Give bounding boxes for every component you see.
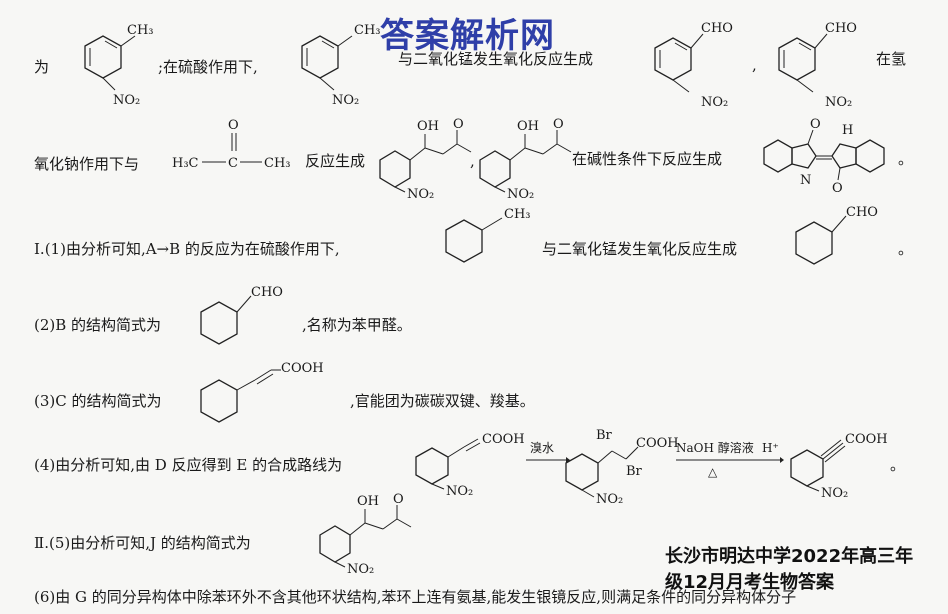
o-label: O: [553, 117, 564, 132]
benzaldehyde-structure-2: CHO: [195, 280, 305, 359]
o-label: O: [393, 492, 404, 507]
cho-label: CHO: [846, 205, 878, 220]
text-line1-d: ,: [752, 56, 757, 74]
text-line7-a: Ⅱ.(5)由分析可知,J 的结构简式为: [34, 534, 251, 552]
ch3-label: CH₃: [127, 23, 154, 38]
nitrocinnamic-acid-structure: COOH NO₂: [410, 425, 540, 499]
text-line3-a: Ⅰ.(1)由分析可知,A→B 的反应为在硫酸作用下,: [34, 240, 340, 258]
text-line2-a: 氧化钠作用下与: [34, 155, 140, 173]
text-line1-a: 为: [34, 58, 50, 76]
cooh-label: COOH: [636, 436, 679, 451]
acetone-ch3-left: H₃C: [172, 156, 199, 171]
watermark: 答案解析网: [380, 16, 555, 56]
o-nitrotoluene-structure-2: CH₃ NO₂: [290, 18, 390, 112]
text-line8-a: (6)由 G 的同分异构体中除苯环外不含其他环状结构,苯环上连有氨基,能发生银镜…: [34, 588, 797, 606]
dibromo-acid-structure: Br Br COOH NO₂: [560, 425, 680, 509]
reagent-bromine-water: 溴水: [530, 441, 554, 455]
j-structure: OH O NO₂: [315, 492, 425, 579]
cho-label: CHO: [251, 285, 283, 300]
no2-label: NO₂: [332, 93, 359, 108]
n-label: N: [800, 173, 811, 188]
acetone-ch3-right: CH₃: [264, 156, 291, 171]
br-label: Br: [596, 428, 613, 443]
reaction-arrow-1: 溴水: [526, 441, 570, 463]
no2-label: NO₂: [825, 95, 852, 110]
no2-label: NO₂: [596, 492, 623, 507]
text-line2-d: 在碱性条件下反应生成: [572, 150, 723, 168]
heat-symbol: △: [708, 465, 718, 479]
cho-label: CHO: [825, 21, 857, 36]
corner-caption: 长沙市明达中学2022年高三年 级12月月考生物答案: [665, 544, 913, 596]
no2-label: NO₂: [507, 187, 534, 202]
text-line3-b: 与二氧化锰发生氧化反应生成: [542, 240, 738, 258]
reagent-acid: H⁺: [762, 441, 779, 455]
reagent-naoh: NaOH 醇溶液: [676, 440, 754, 455]
text-line3-c: 。: [898, 240, 914, 258]
text-line1-e: 在氢: [876, 50, 907, 68]
text-line5-b: ,官能团为碳碳双键、羧基。: [350, 392, 535, 410]
o-nitrobenzaldehyde-structure-2: CHO NO₂: [765, 10, 875, 114]
text-line4-a: (2)B 的结构简式为: [34, 316, 162, 334]
cooh-label: COOH: [482, 432, 525, 447]
corner-caption-line1: 长沙市明达中学2022年高三年: [665, 546, 914, 567]
benzaldehyde-structure: CHO: [790, 200, 890, 279]
no2-label: NO₂: [347, 562, 374, 577]
o-nitrotoluene-structure: CH₃ NO₂: [55, 18, 155, 112]
no2-label: NO₂: [821, 486, 848, 501]
no2-label: NO₂: [407, 187, 434, 202]
o-label: O: [810, 117, 821, 132]
cooh-label: COOH: [845, 432, 888, 447]
text-line6-end: 。: [890, 456, 906, 474]
acetone-oxygen: O: [228, 118, 239, 133]
acetone-structure: H₃C C O CH₃: [170, 115, 300, 179]
br-label: Br: [626, 464, 643, 479]
text-line4-b: ,名称为苯甲醛。: [302, 316, 412, 334]
text-line6-a: (4)由分析可知,由 D 反应得到 E 的合成路线为: [34, 456, 343, 474]
corner-caption-line2: 级12月月考生物答案: [665, 572, 835, 593]
ch3-label: CH₃: [504, 207, 531, 222]
aldol-product-structure-2: OH O NO₂: [472, 117, 582, 202]
oh-label: OH: [417, 119, 439, 134]
nh-label: H: [842, 123, 853, 138]
no2-label: NO₂: [701, 95, 728, 110]
text-line2-e: 。: [898, 150, 914, 168]
aldol-product-structure: OH O NO₂: [375, 117, 485, 202]
indigo-structure: O O H N: [758, 117, 898, 202]
text-line2-b: 反应生成: [305, 152, 366, 170]
cho-label: CHO: [701, 21, 733, 36]
nitrophenylpropiolic-acid-structure: COOH NO₂: [785, 425, 905, 504]
cinnamic-acid-structure: COOH: [195, 350, 345, 429]
o-nitrobenzaldehyde-structure: CHO NO₂: [645, 10, 755, 114]
no2-label: NO₂: [113, 93, 140, 108]
oh-label: OH: [357, 494, 379, 509]
svg-text:C: C: [228, 156, 238, 171]
ch3-label: CH₃: [354, 23, 381, 38]
text-line2-c: ,: [470, 152, 475, 170]
oh-label: OH: [517, 119, 539, 134]
no2-label: NO₂: [446, 484, 473, 499]
o-label: O: [453, 117, 464, 132]
cooh-label: COOH: [281, 361, 324, 376]
text-line1-b: ;在硫酸作用下,: [158, 58, 258, 76]
o-label: O: [832, 181, 843, 196]
toluene-structure: CH₃: [440, 200, 540, 279]
reaction-arrow-2: NaOH 醇溶液 H⁺ △: [676, 440, 784, 479]
text-line1-c: 与二氧化锰发生氧化反应生成: [398, 50, 594, 68]
text-line5-a: (3)C 的结构简式为: [34, 392, 162, 410]
